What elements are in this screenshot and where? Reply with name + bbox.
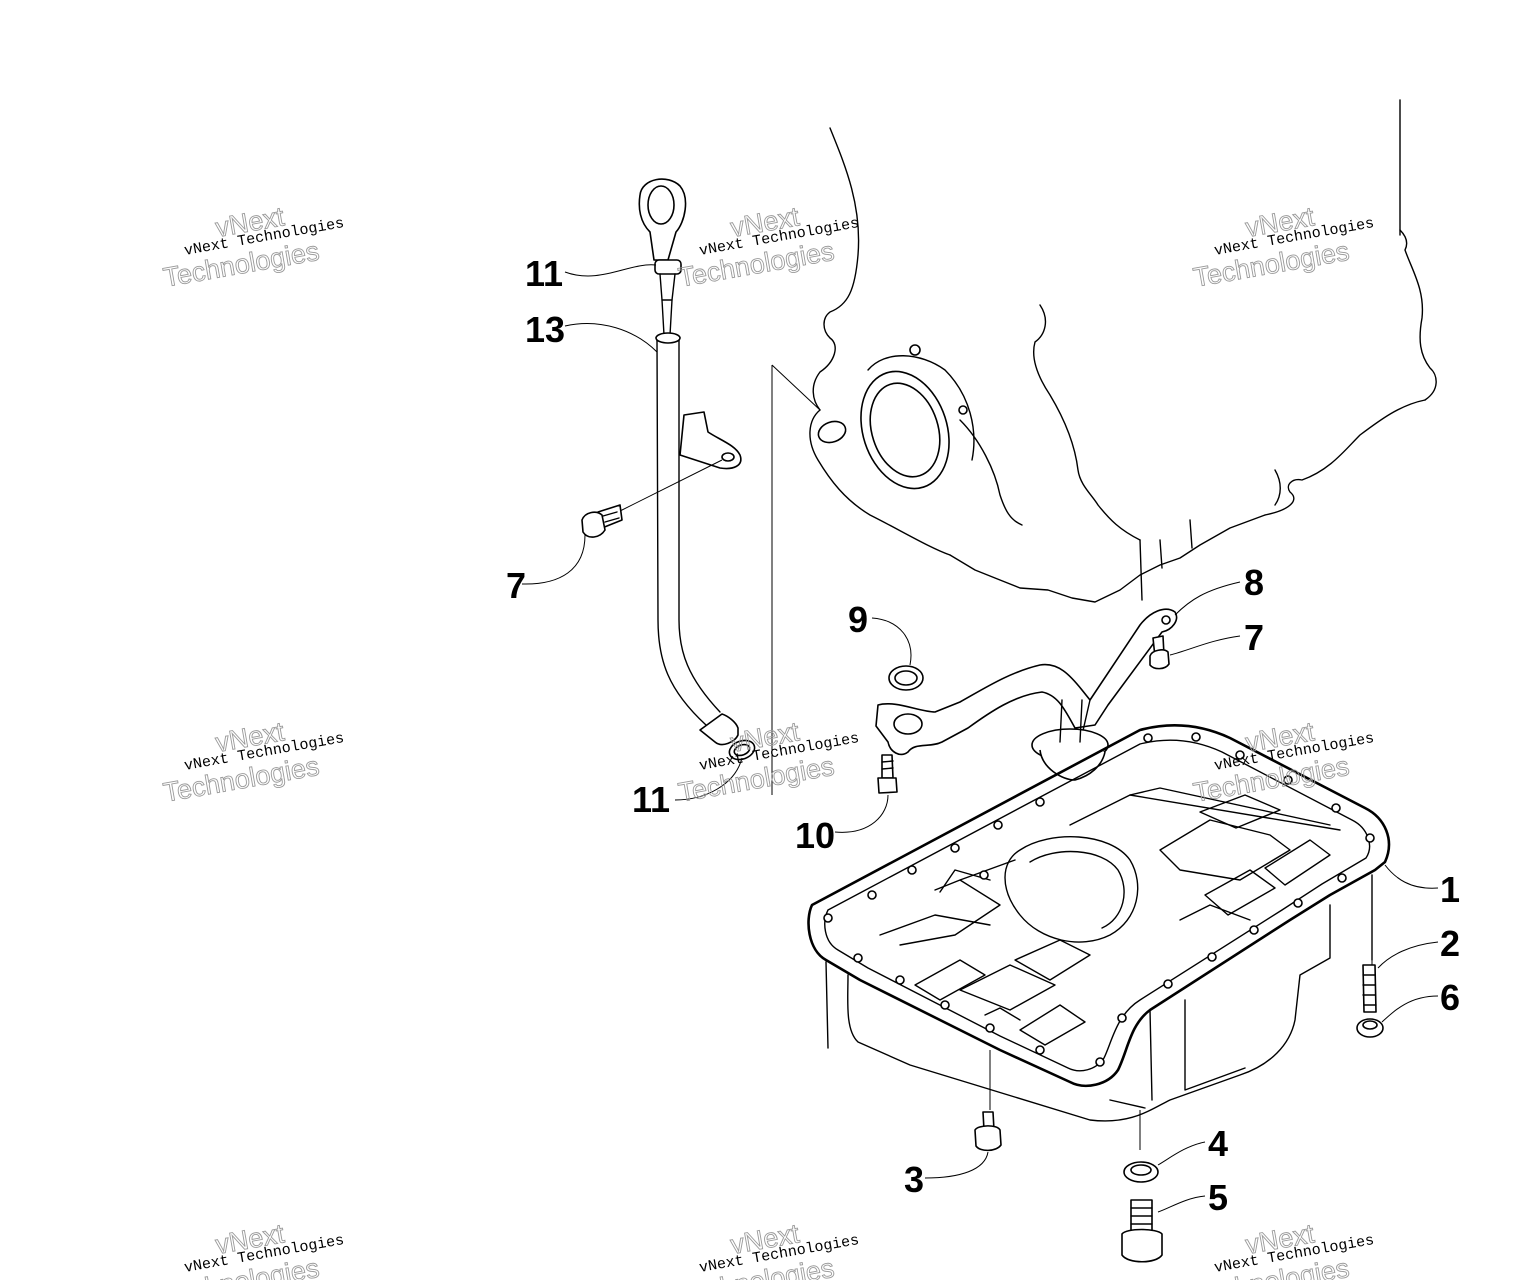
callout-5: 5: [1208, 1177, 1228, 1218]
nut-6: [1356, 1018, 1384, 1038]
callout-12: 11: [525, 253, 563, 294]
callout-7-left: 7: [506, 565, 526, 606]
watermark: vNext vNext Technologies Technologies: [676, 716, 861, 808]
drain-plug-5: [1121, 1199, 1163, 1263]
watermark: vNext vNext Technologies Technologies: [161, 716, 346, 808]
bolt-10: [877, 754, 898, 794]
callout-6: 6: [1440, 977, 1460, 1018]
watermark: vNext vNext Technologies Technologies: [161, 1218, 346, 1280]
leader-lines: [521, 264, 1439, 1213]
callout-11: 11: [632, 779, 670, 820]
callout-3: 3: [904, 1159, 924, 1200]
bolt-3: [974, 1111, 1002, 1152]
watermark: vNext vNext Technologies Technologies: [1191, 716, 1376, 808]
callout-1: 1: [1440, 869, 1460, 910]
callout-9: 9: [848, 599, 868, 640]
callout-7-right: 7: [1244, 617, 1264, 658]
washer-4: [1123, 1161, 1159, 1183]
watermark: vNext vNext Technologies Technologies: [1191, 201, 1376, 293]
callout-10: 10: [795, 815, 835, 856]
oil-pan: [807, 724, 1391, 1150]
bolt-7-strainer: [1149, 635, 1170, 670]
dipstick-assembly: [617, 178, 756, 761]
stud-2: [1362, 964, 1377, 1013]
oil-strainer-pipe: [875, 608, 1178, 781]
engine-block: [771, 99, 1437, 795]
bolt-7-dipstick: [581, 504, 623, 538]
watermark: vNext vNext Technologies Technologies: [1191, 1218, 1376, 1280]
pan-bolt-holes: [823, 732, 1375, 1067]
callout-labels: 11 13 7 8 7 9 10 11 1 2 6 3 4 5: [506, 253, 1460, 1218]
callout-2: 2: [1440, 923, 1460, 964]
watermark: vNext vNext Technologies Technologies: [676, 201, 861, 293]
callout-13: 13: [525, 309, 565, 350]
watermark: vNext vNext Technologies Technologies: [161, 201, 346, 293]
callout-8: 8: [1244, 562, 1264, 603]
callout-4: 4: [1208, 1123, 1228, 1164]
watermark: vNext vNext Technologies Technologies: [676, 1218, 861, 1280]
